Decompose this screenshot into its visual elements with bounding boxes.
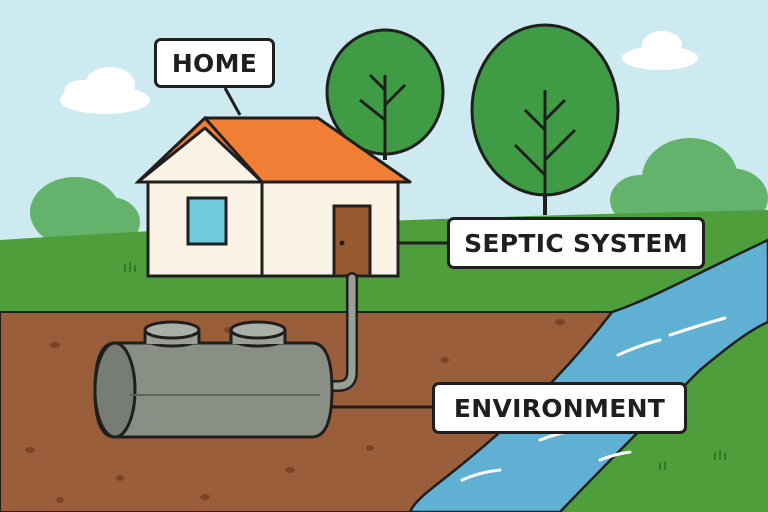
tree-left	[325, 28, 445, 160]
connector-lines	[223, 87, 447, 409]
cloud-right	[622, 31, 698, 70]
septic-system-label: SEPTIC SYSTEM	[447, 217, 705, 269]
pipe	[314, 274, 356, 390]
river	[408, 238, 768, 512]
connector-home	[223, 87, 242, 116]
house	[134, 115, 412, 278]
grass-tufts	[124, 262, 726, 470]
environment-label: ENVIRONMENT	[432, 382, 687, 434]
tree-right	[470, 23, 620, 215]
home-label: HOME	[154, 38, 275, 88]
cloud-left	[60, 67, 150, 114]
door	[332, 204, 372, 278]
septic-tank	[93, 320, 334, 439]
window	[186, 196, 228, 246]
